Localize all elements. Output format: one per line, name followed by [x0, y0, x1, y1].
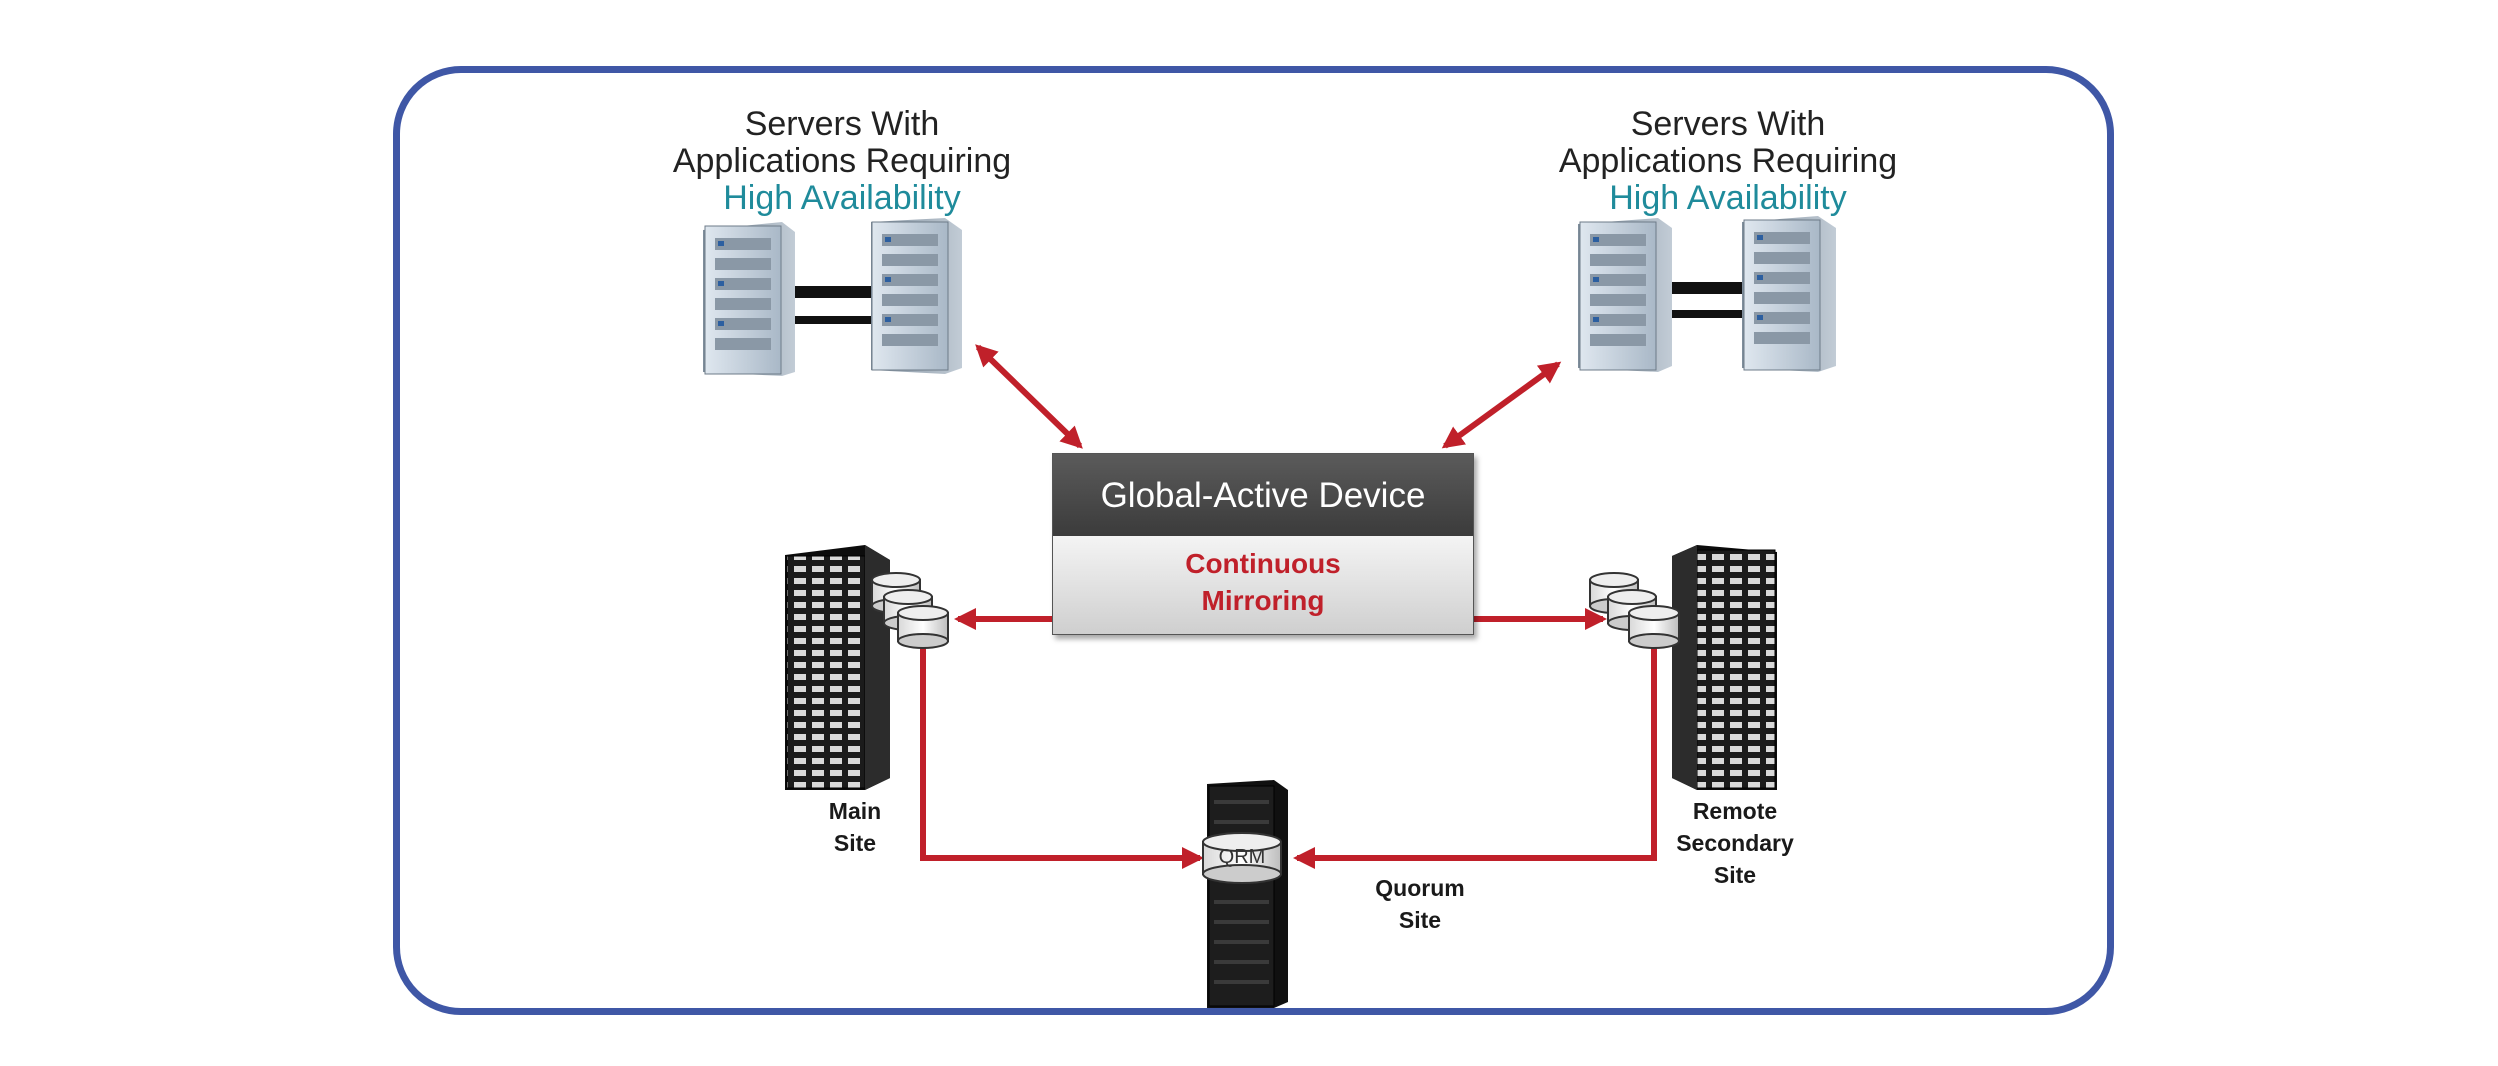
arrow-left-servers-to-device — [975, 344, 1083, 449]
quorum-link-remote — [1293, 640, 1657, 869]
servers-caption-right: Servers With Applications Requiring High… — [1518, 106, 1938, 217]
storage-rack-icon — [785, 545, 890, 790]
device-subtitle-line1: Continuous — [1185, 548, 1341, 579]
storage-rack-icon — [1672, 545, 1777, 790]
server-tower-icon — [871, 218, 962, 374]
servers-caption-left: Servers With Applications Requiring High… — [632, 106, 1052, 217]
main-site-label: Main Site — [795, 795, 915, 859]
servers-caption-line2: Applications Requiring — [1558, 142, 1898, 180]
remote-site-label: Remote Secondary Site — [1645, 795, 1825, 891]
remote-site-line2: Secondary — [1676, 830, 1794, 856]
server-tower-icon — [1742, 216, 1836, 372]
device-subtitle-line2: Mirroring — [1201, 585, 1325, 616]
device-title: Global-Active Device — [1100, 476, 1426, 515]
disk-stack-icon — [871, 572, 949, 649]
main-site-line1: Main — [828, 798, 882, 824]
servers-caption-line1: Servers With — [744, 105, 940, 143]
server-pair-right — [1578, 216, 1836, 372]
remote-site-line3: Site — [1713, 862, 1757, 888]
servers-caption-line2: Applications Requiring — [672, 142, 1012, 180]
device-body: Continuous Mirroring — [1053, 536, 1473, 634]
server-pair-left — [703, 218, 962, 376]
quorum-site-line1: Quorum — [1375, 875, 1465, 901]
quorum-link-main — [920, 640, 1204, 869]
quorum-site-label: Quorum Site — [1360, 872, 1480, 936]
device-subtitle: Continuous Mirroring — [1053, 545, 1473, 619]
servers-caption-line3: High Availability — [1609, 179, 1847, 217]
server-tower-icon — [1578, 218, 1672, 372]
quorum-disk-icon — [1202, 832, 1282, 884]
quorum-disk-label: QRM — [1218, 846, 1266, 868]
servers-caption-line3: High Availability — [723, 179, 961, 217]
global-active-device-box: Global-Active Device Continuous Mirrorin… — [1052, 453, 1474, 635]
quorum-site-line2: Site — [1398, 907, 1442, 933]
main-site-line2: Site — [833, 830, 877, 856]
arrow-right-servers-to-device — [1441, 361, 1562, 449]
storage-rack-icon — [1207, 780, 1288, 1008]
device-header: Global-Active Device — [1053, 454, 1473, 536]
remote-site-line1: Remote — [1692, 798, 1778, 824]
disk-stack-icon — [1589, 572, 1680, 649]
servers-caption-line1: Servers With — [1630, 105, 1826, 143]
server-tower-icon — [703, 222, 795, 376]
